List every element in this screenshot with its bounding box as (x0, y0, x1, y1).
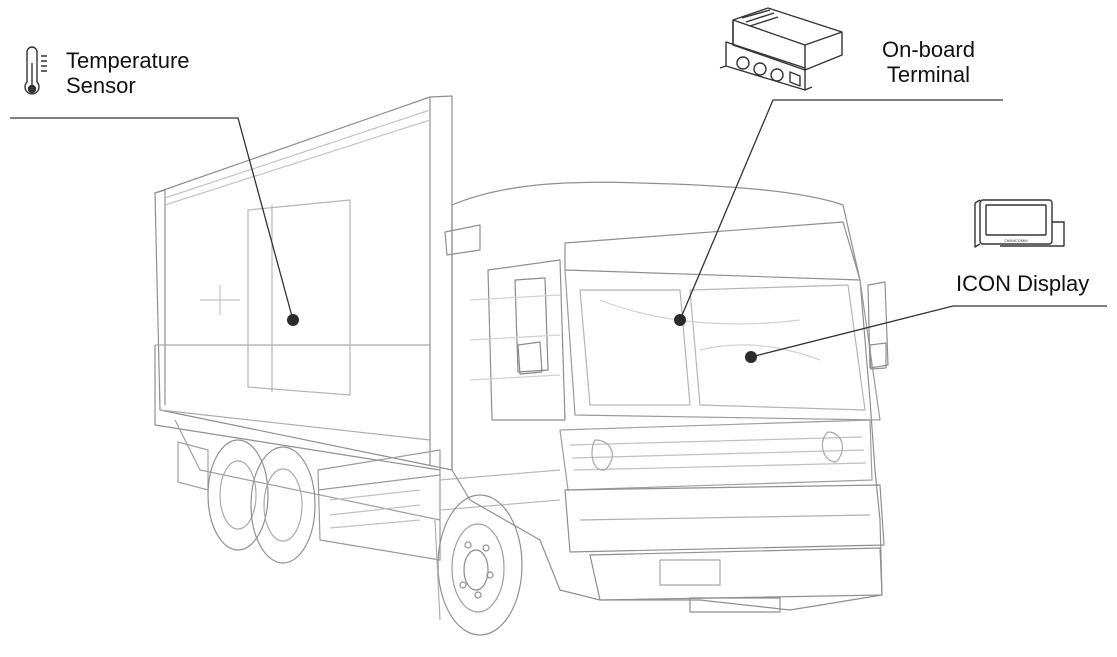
temperature-sensor-label: Temperature Sensor (66, 48, 190, 98)
onboard-terminal-leader (679, 99, 1003, 321)
onboard-terminal-label-line2: Terminal (886, 62, 971, 87)
thermometer-icon (24, 46, 47, 95)
callout-lines (10, 99, 1107, 358)
icon-display-leader (750, 305, 1107, 358)
icon-display-dot (745, 351, 757, 363)
onboard-terminal-dot (674, 314, 686, 326)
temperature-sensor-dot (287, 314, 299, 326)
temperature-sensor-label-line1: Temperature (66, 48, 190, 73)
cab (444, 181, 889, 613)
chassis (317, 449, 561, 561)
cargo-box (154, 95, 453, 521)
onboard-terminal-label: On-board Terminal (882, 37, 975, 87)
rear-wheels (207, 439, 316, 564)
front-wheel (434, 494, 523, 636)
temperature-sensor-leader (10, 117, 294, 321)
display-brand-text: OMNICOMM (1004, 238, 1027, 243)
display-device-icon: OMNICOMM (974, 199, 1065, 248)
temperature-sensor-label-line2: Sensor (66, 73, 136, 98)
truck-illustration (154, 95, 889, 636)
terminal-device-icon (719, 7, 843, 91)
onboard-terminal-label-line1: On-board (882, 37, 975, 62)
icon-display-label: ICON Display (956, 271, 1090, 296)
